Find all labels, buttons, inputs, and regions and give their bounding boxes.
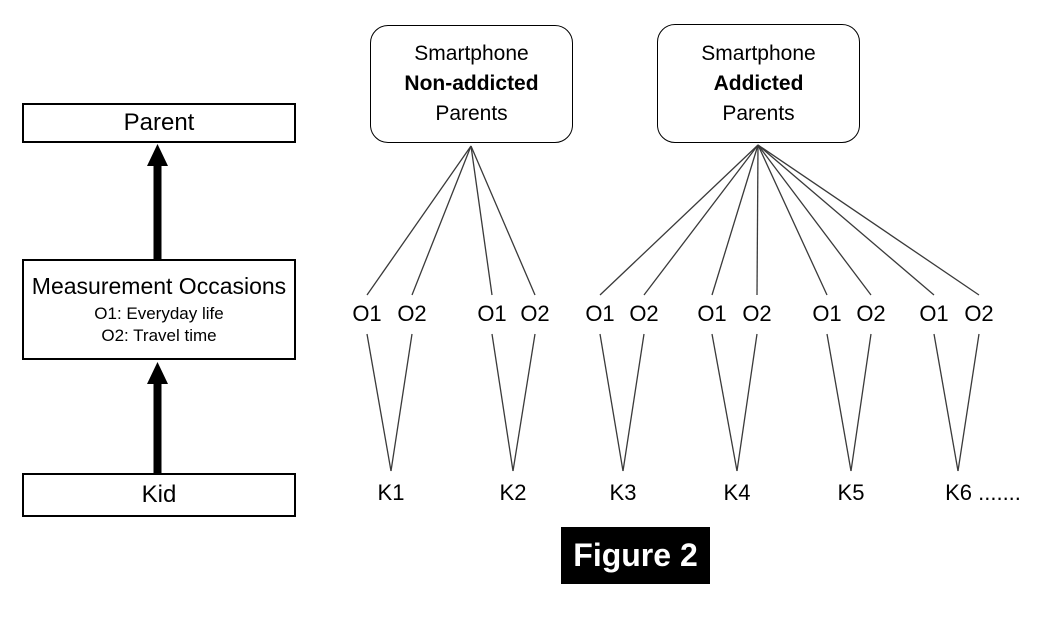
occasion-label: O1 (585, 301, 615, 326)
kid-box: Kid (22, 473, 296, 517)
kid-label: K1 (377, 480, 405, 505)
connector-line (599, 333, 624, 472)
connector-line (411, 145, 472, 296)
connector-line (850, 333, 872, 472)
kid-label: K4 (723, 480, 751, 505)
connector-line (756, 144, 759, 296)
occasion-label: O2 (520, 301, 550, 326)
measurement-occasions-box: Measurement Occasions O1: Everyday life … (22, 259, 296, 360)
connector-line (491, 333, 514, 472)
parent-box: Parent (22, 103, 296, 143)
occasion-label: O2 (742, 301, 772, 326)
occasion-label: O1 (352, 301, 382, 326)
occasion-label: O1 (919, 301, 949, 326)
connector-line (512, 333, 536, 472)
occasion-label: O1 (812, 301, 842, 326)
occasion-1-definition: O1: Everyday life (94, 304, 224, 323)
up-arrow-kid-to-measurement (147, 362, 168, 474)
connector-line (757, 144, 935, 296)
figure-caption: Figure 2 (561, 527, 710, 584)
connector-line (643, 144, 759, 296)
figure-caption-text: Figure 2 (573, 537, 698, 573)
addicted-line-2: Addicted (713, 71, 804, 95)
connector-line (826, 333, 852, 472)
measurement-occasions-title: Measurement Occasions (31, 273, 287, 299)
up-arrow-measurement-to-parent (147, 144, 168, 260)
kid-label: K3 (609, 480, 637, 505)
connector-line (366, 333, 392, 472)
connector-line (711, 333, 738, 472)
non-addicted-line-3: Parents (435, 102, 508, 125)
addicted-parents-box: Smartphone Addicted Parents (657, 24, 860, 143)
occasion-2-definition: O2: Travel time (101, 326, 217, 345)
occasion-label: O1 (697, 301, 727, 326)
occasion-label: O2 (964, 301, 994, 326)
connector-line (622, 333, 645, 472)
connector-line (757, 144, 872, 296)
kid-label: K2 (499, 480, 527, 505)
connector-line (933, 333, 959, 472)
kid-label: K5 (837, 480, 865, 505)
connector-line (470, 145, 493, 296)
kid-label: K6 ....... (945, 480, 1021, 505)
occasion-label: O1 (477, 301, 507, 326)
addicted-line-3: Parents (722, 101, 795, 125)
connector-line (757, 144, 980, 296)
connector-line (366, 145, 472, 296)
connector-line (390, 333, 413, 472)
connector-line (599, 144, 759, 296)
addicted-line-1: Smartphone (701, 41, 816, 65)
connector-line (957, 333, 980, 472)
occasion-label: O2 (629, 301, 659, 326)
occasion-label: O2 (856, 301, 886, 326)
connector-lines (366, 144, 980, 472)
non-addicted-line-1: Smartphone (414, 42, 529, 65)
non-addicted-parents-box: Smartphone Non-addicted Parents (370, 25, 573, 143)
connector-line (711, 144, 759, 296)
connector-line (470, 145, 536, 296)
connector-line (736, 333, 758, 472)
non-addicted-line-2: Non-addicted (404, 72, 539, 95)
parent-box-label: Parent (123, 109, 195, 136)
kid-box-label: Kid (141, 481, 177, 508)
occasion-label: O2 (397, 301, 427, 326)
connector-line (757, 144, 828, 296)
